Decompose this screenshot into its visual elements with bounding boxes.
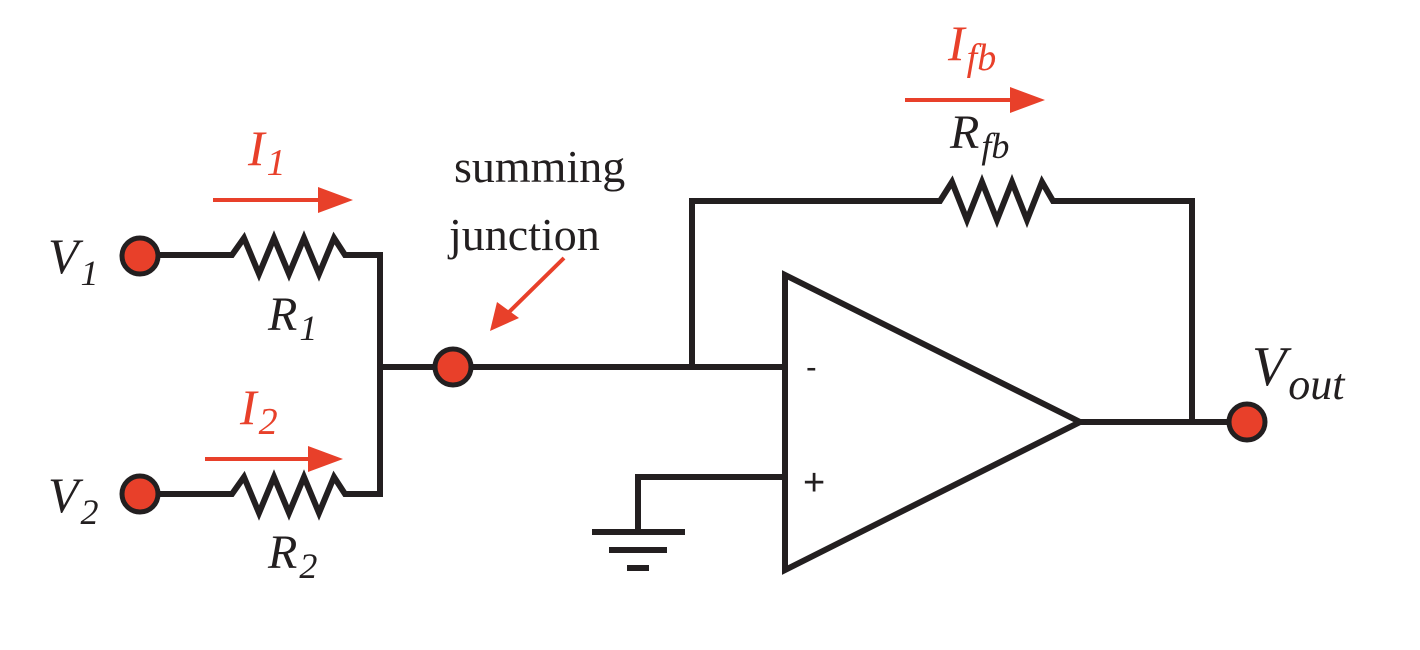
wire-v1-r1 xyxy=(137,230,383,370)
ground-icon xyxy=(592,529,685,571)
summing-junction-pointer-arrow xyxy=(490,256,566,331)
r1-label: R1 xyxy=(267,288,317,348)
inverting-input-sign: - xyxy=(806,349,817,385)
ifb-current-arrow xyxy=(905,87,1045,113)
i1-label: I1 xyxy=(247,120,286,184)
opamp-triangle xyxy=(782,270,1087,575)
annotation-line-1: summing xyxy=(454,141,625,192)
wire-noninverting-ground xyxy=(635,474,788,535)
v2-label: V2 xyxy=(48,467,99,532)
annotation-line-2: junction xyxy=(447,209,600,260)
i1-current-arrow xyxy=(213,187,353,213)
v1-label: V1 xyxy=(48,228,99,293)
i2-label: I2 xyxy=(239,379,278,443)
v1-terminal xyxy=(119,235,161,277)
ifb-label: Ifb xyxy=(947,15,996,79)
v2-terminal xyxy=(119,473,161,515)
rfb-label: Rfb xyxy=(949,106,1009,166)
wire-v2-r2 xyxy=(137,364,383,521)
vout-terminal xyxy=(1226,401,1268,443)
i2-current-arrow xyxy=(205,446,343,472)
wire-feedback-rfb xyxy=(689,173,1195,425)
r2-label: R2 xyxy=(267,526,317,586)
vout-label: Vout xyxy=(1252,336,1346,409)
summing-junction-node xyxy=(432,346,474,388)
noninverting-input-sign: + xyxy=(803,462,825,504)
